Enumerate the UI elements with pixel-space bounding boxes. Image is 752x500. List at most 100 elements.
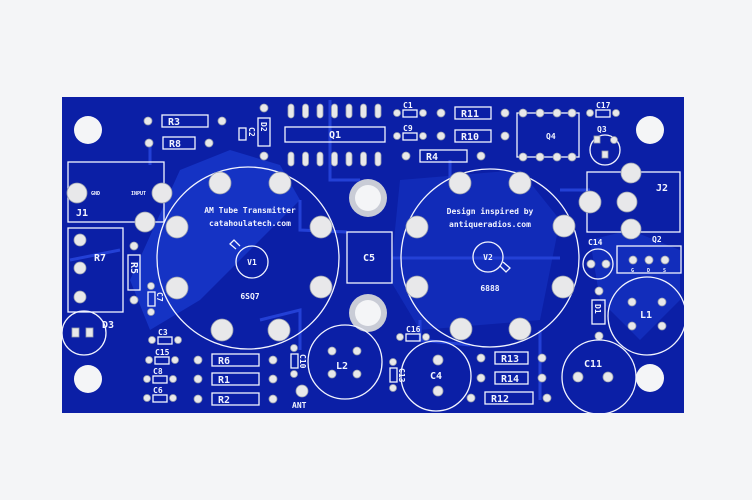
credit-line2: antiqueradios.com <box>449 219 531 229</box>
j1-input-label: INPUT <box>131 191 146 197</box>
c5-label: C5 <box>363 253 375 264</box>
resistor-label: R4 <box>426 152 438 163</box>
diode-d2: D2 C2 <box>238 103 271 161</box>
capacitor-c11: C11 <box>561 339 637 415</box>
resistor-r12: R12 <box>466 391 552 405</box>
q1-pin <box>287 103 295 119</box>
d3-label: D3 <box>102 320 114 331</box>
tube-socket-v2: Design inspired by antiqueradios.com V2 … <box>400 168 580 348</box>
q1-pin <box>374 151 382 167</box>
capacitor-c6: C6 <box>143 386 177 403</box>
capacitor-label: C1 <box>403 101 413 110</box>
j1-label: J1 <box>76 208 88 219</box>
resistor-label: R8 <box>169 139 181 150</box>
d1-label: D1 <box>593 304 602 314</box>
q2-pin-d: D <box>647 268 650 274</box>
led-d3: D3 <box>61 310 114 356</box>
mounting-holes <box>74 116 664 393</box>
capacitor-label: C8 <box>153 367 163 376</box>
diode-d1: D1 <box>591 286 606 341</box>
q4-label: Q4 <box>546 132 556 141</box>
transistor-q4: Q4 <box>516 108 580 162</box>
capacitor-c7: C7 <box>147 282 164 316</box>
v2-label: V2 <box>483 253 493 262</box>
resistor-r8: R8 <box>144 136 214 150</box>
board-title: AM Tube Transmitter <box>204 205 296 215</box>
resistor-label: R11 <box>461 109 479 120</box>
q1-pin <box>360 103 367 119</box>
credit-line1: Design inspired by <box>447 206 534 216</box>
l2-label: L2 <box>336 361 348 372</box>
board-website: catahoulatech.com <box>209 219 291 228</box>
capacitor-c3: C3 <box>148 328 182 345</box>
q2-pin-s: S <box>663 268 666 274</box>
capacitor-label: C7 <box>155 292 164 302</box>
resistor-label: R13 <box>501 354 519 365</box>
q1-pin <box>331 103 338 119</box>
capacitor-c16: C14 <box>582 238 614 280</box>
q2-pin-g: G <box>631 268 634 274</box>
v1-type: 6SQ7 <box>240 292 259 301</box>
q1-label: Q1 <box>329 130 341 141</box>
q1-pin <box>302 151 309 167</box>
q1-pin <box>302 103 309 119</box>
j2-label: J2 <box>656 183 668 194</box>
resistor-r3: R3 <box>143 114 227 128</box>
capacitor-label: C15 <box>155 348 170 357</box>
resistor-label: R3 <box>168 117 180 128</box>
resistor-label: R10 <box>461 132 479 143</box>
c16-label: C14 <box>588 238 603 247</box>
resistor-label: R2 <box>218 395 230 406</box>
resistor-label: R6 <box>218 356 230 367</box>
tube-socket-v1: AM Tube Transmitter catahoulatech.com V1… <box>156 166 340 350</box>
potentiometer-r7: R7 <box>67 227 124 313</box>
c4-label: C4 <box>430 371 442 382</box>
capacitor-c1: C1 <box>393 101 427 118</box>
inductor-l2: L2 <box>307 324 383 400</box>
resistor-r11: R11 <box>436 106 510 120</box>
ic-q1: Q1 <box>284 103 386 167</box>
resistor-r1: R1 <box>193 372 278 386</box>
q1-pin <box>316 103 324 119</box>
capacitor-c9: C9 <box>393 124 427 141</box>
resistor-r4: R4 <box>401 149 486 163</box>
capacitor-label: C9 <box>403 124 413 133</box>
capacitor-c10: C10 <box>290 344 307 378</box>
resistor-label: R14 <box>501 374 519 385</box>
capacitor-label: C16 <box>406 325 421 334</box>
r7-label: R7 <box>94 253 106 264</box>
capacitor-c15: C15 <box>145 348 179 365</box>
v1-label: V1 <box>247 258 257 267</box>
capacitor-label: C3 <box>158 328 168 337</box>
q1-pin <box>287 151 295 167</box>
q1-pin <box>345 103 353 119</box>
r5-label: R5 <box>128 262 139 274</box>
resistor-r10: R10 <box>436 129 510 143</box>
c2-label: C2 <box>247 127 256 137</box>
transistor-q3: Q3 <box>589 125 621 166</box>
resistor-r2: R2 <box>193 392 278 406</box>
capacitor-label: C6 <box>153 386 163 395</box>
q1-pin <box>345 151 353 167</box>
resistor-label: R1 <box>218 375 230 386</box>
j1-gnd-label: GND <box>91 191 100 197</box>
q1-pin <box>374 103 382 119</box>
inductor-l1: L1 <box>607 276 687 356</box>
d2-label: D2 <box>259 122 268 132</box>
q3-label: Q3 <box>597 125 607 134</box>
q1-pin <box>360 151 367 167</box>
capacitor-label: C17 <box>596 101 611 110</box>
resistor-label: R12 <box>491 394 509 405</box>
capacitor-label: C10 <box>298 354 307 369</box>
antenna-pad: ANT <box>292 384 309 410</box>
connector-j2: J2 <box>578 162 681 240</box>
v2-type: 6888 <box>480 284 499 293</box>
q1-pin <box>316 151 324 167</box>
resistor-r6: R6 <box>193 353 278 367</box>
resistor-r13: R13 <box>476 351 547 365</box>
c11-label: C11 <box>584 359 602 370</box>
resistor-r14: R14 <box>476 371 547 385</box>
